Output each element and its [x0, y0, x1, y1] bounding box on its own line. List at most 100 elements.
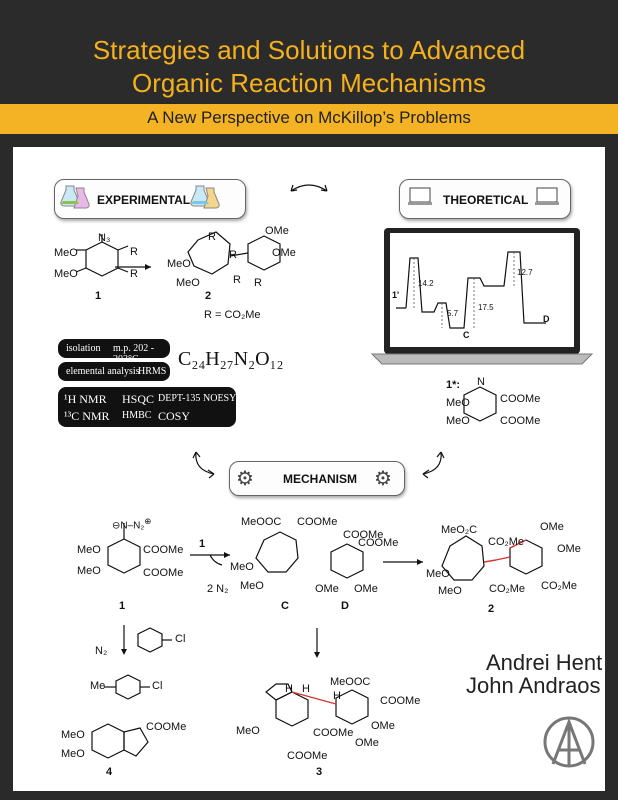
meo-label: MeO [167, 258, 191, 270]
compound-c-label: C [281, 600, 289, 612]
chlorotoluene-structure [104, 674, 150, 700]
coome-label: COOMe [500, 415, 541, 427]
laptop-icon [408, 187, 432, 205]
r-label: R [130, 246, 138, 258]
meo2c-label: MeO₂C [441, 524, 478, 536]
compound-1-structure [107, 523, 141, 574]
curved-arrow-icon [422, 451, 445, 479]
publisher-logo-icon [543, 716, 595, 768]
azide-label: N₃ [98, 232, 111, 244]
meo-label: MeO [446, 397, 470, 409]
reaction-arrow [115, 264, 151, 270]
meo-label: MeO [61, 729, 85, 741]
laptop-icon [535, 187, 559, 205]
compound-4-label: 4 [106, 766, 113, 778]
coome-label: COOMe [143, 544, 184, 556]
diazo-label: ⊖N–N₂⊕ [112, 516, 152, 532]
r-label: R [208, 231, 216, 243]
meo-label: MeO [54, 268, 78, 280]
compound-4-structure [91, 723, 149, 759]
coome-label: COOMe [380, 695, 421, 707]
r-label: R [233, 274, 241, 286]
laptop-energy-diagram [370, 228, 594, 365]
double-arrow-icon [290, 184, 328, 192]
isolation-bar: isolation m.p. 202 - 203°C [58, 339, 170, 365]
h-label: H [333, 690, 341, 702]
state-label: C [463, 330, 470, 340]
compound-3-label: 3 [316, 766, 323, 778]
ome-label: OMe [371, 720, 395, 732]
energy-label: 14.2 [418, 279, 434, 288]
ome-label: OMe [315, 583, 339, 595]
nitrene-label: 1*: [446, 379, 461, 391]
author-name: John Andraos [466, 673, 601, 698]
meo-label: MeO [426, 568, 450, 580]
reaction-arrow [121, 625, 127, 655]
ome-label: OMe [557, 543, 581, 555]
h-label: H [302, 683, 310, 695]
azide-structure [75, 234, 129, 277]
n2-label: 2 N₂ [207, 583, 229, 595]
coome-label: COOMe [358, 537, 399, 549]
h-label: H [285, 683, 293, 695]
meo-label: MeO [240, 580, 264, 592]
meo-label: MeO [176, 277, 200, 289]
meo-label: MeO [77, 544, 101, 556]
meo-label: MeO [54, 247, 78, 259]
meooc-label: MeOOC [330, 676, 371, 688]
analysis-bar: elemental analysis HRMS [58, 362, 170, 381]
ome-label: OMe [355, 737, 379, 749]
meooc-label: MeOOC [241, 516, 282, 528]
meo-label: MeO [77, 565, 101, 577]
mechanism-label: MECHANISM [283, 472, 357, 486]
co2me-label: CO₂Me [489, 583, 526, 595]
product-structure [187, 231, 281, 275]
meo-label: MeO [236, 725, 260, 737]
state-label: 1' [392, 290, 400, 300]
compound-2-label: 2 [488, 603, 495, 615]
n2-label: N₂ [95, 645, 108, 657]
reaction-arrow [314, 628, 320, 658]
energy-label: 5.7 [447, 309, 459, 318]
cl-label: Cl [175, 633, 186, 645]
arrow-label: 1 [199, 538, 206, 550]
intermediate-d-structure [330, 543, 364, 579]
nitrene-structure [463, 386, 497, 422]
book-subtitle: A New Perspective on McKillop’s Problems [147, 108, 471, 127]
compound-2-label: 2 [205, 290, 212, 302]
coome-label: COOMe [287, 750, 328, 762]
chlorobenzene-structure [137, 627, 172, 653]
r-label: R [254, 277, 262, 289]
meo-label: MeO [438, 585, 462, 597]
coome-label: COOMe [343, 529, 384, 541]
meo-label: MeO [446, 415, 470, 427]
compound-3-structure [265, 683, 369, 727]
experimental-label: EXPERIMENTAL [97, 193, 191, 207]
mechanism-box [229, 461, 405, 496]
coome-label: COOMe [500, 393, 541, 405]
r-label: R [229, 249, 237, 261]
subtitle-band [0, 104, 618, 134]
ome-label: OMe [272, 247, 296, 259]
intermediate-c-structure [255, 531, 299, 573]
theoretical-label: THEORETICAL [443, 193, 529, 207]
product-2-structure [441, 535, 543, 581]
author-name: Andrei Hent [486, 650, 603, 675]
curved-arrow-icon [192, 451, 215, 479]
molecular-formula: C₂₄H₂₇N₂O₁₂ [178, 348, 284, 370]
energy-label: 17.5 [478, 303, 494, 312]
compound-1-label: 1 [119, 600, 126, 612]
ome-label: OMe [540, 521, 564, 533]
compound-d-label: D [341, 600, 349, 612]
flask-icon [60, 185, 90, 209]
co2me-label: CO₂Me [541, 580, 578, 592]
gear-icon: ⚙ [374, 468, 392, 490]
cover-header [0, 0, 618, 102]
meo-label: MeO [61, 748, 85, 760]
coome-label: COOMe [146, 721, 187, 733]
reaction-arrow [383, 559, 423, 565]
compound-1-label: 1 [95, 290, 102, 302]
ome-label: OMe [265, 225, 289, 237]
coome-label: COOMe [297, 516, 338, 528]
